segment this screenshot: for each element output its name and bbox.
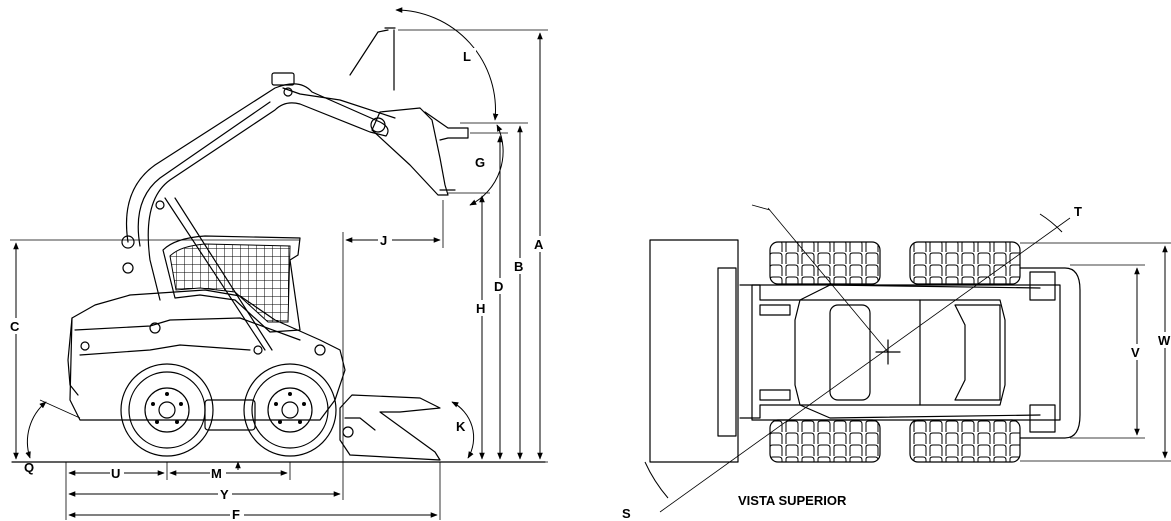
label-W: W [1158, 333, 1171, 348]
label-J: J [380, 233, 387, 248]
side-view: A B D H C J L G K Q U M Y F [9, 7, 548, 521]
label-B: B [514, 259, 523, 274]
body [67, 289, 346, 431]
label-A: A [534, 237, 544, 252]
top-view: V W T S VISTA SUPERIOR [622, 204, 1171, 521]
label-L: L [463, 49, 471, 64]
label-C: C [10, 319, 20, 334]
tire-rear-left [909, 241, 1021, 285]
label-M: M [211, 466, 222, 481]
tire-front-right [769, 419, 881, 463]
rear-wheel [120, 363, 214, 457]
label-U: U [111, 466, 120, 481]
label-Y: Y [220, 487, 229, 502]
tire-rear-right [909, 419, 1021, 463]
label-V: V [1131, 345, 1140, 360]
top-view-caption: VISTA SUPERIOR [738, 493, 847, 508]
cab [162, 235, 301, 333]
label-S: S [622, 506, 631, 521]
label-D: D [494, 279, 503, 294]
tire-front-left [769, 241, 881, 285]
label-F: F [232, 507, 240, 521]
bucket-top [649, 239, 739, 463]
lowered-bucket [339, 394, 441, 461]
label-Q: Q [24, 460, 34, 475]
label-H: H [476, 301, 485, 316]
raised-bucket [349, 27, 469, 196]
label-T: T [1074, 204, 1082, 219]
frame-top [751, 284, 1061, 421]
label-K: K [456, 419, 466, 434]
turning-line [659, 217, 1071, 513]
front-wheel [243, 363, 337, 457]
label-G: G [475, 155, 485, 170]
